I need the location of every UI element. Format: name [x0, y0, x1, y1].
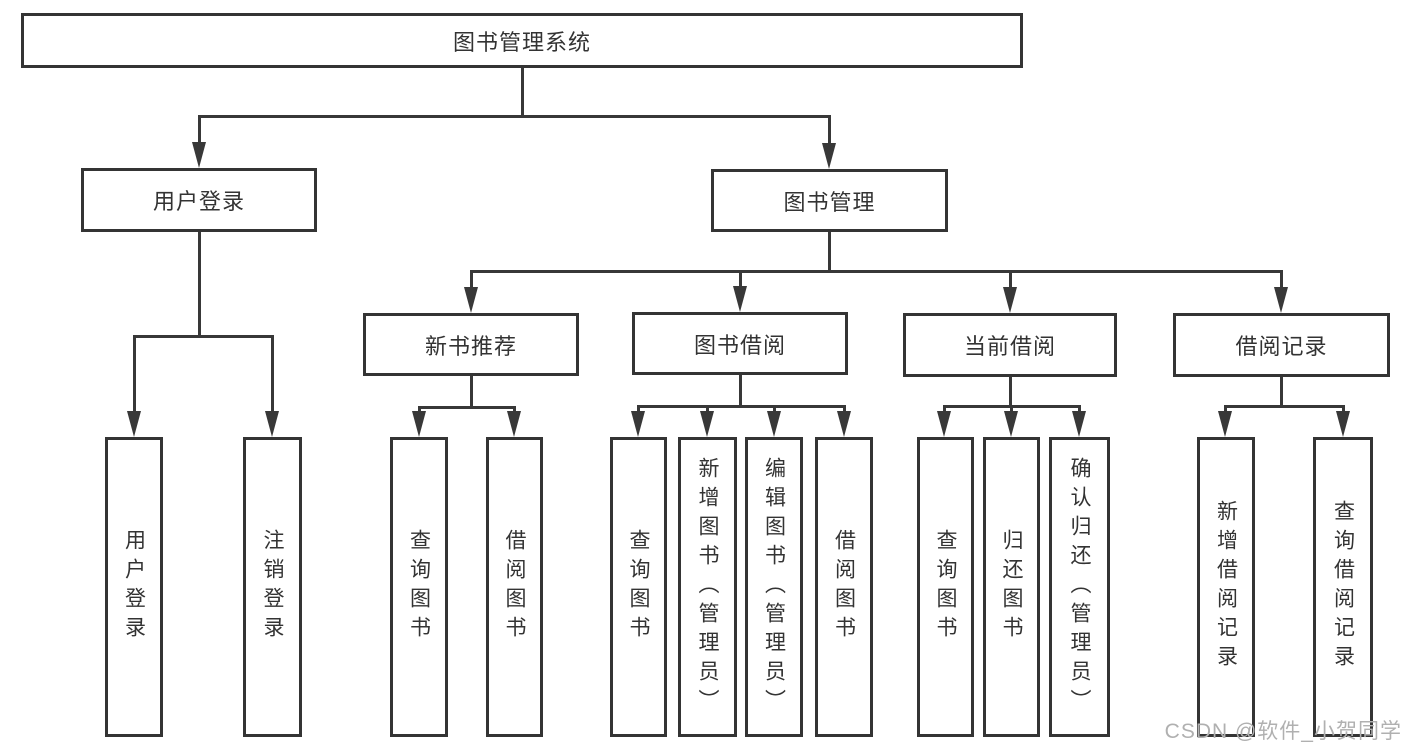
leaf-borrowing-add-books-admin-label: 新增图书（管理员） — [696, 456, 719, 718]
connector-vline — [197, 116, 201, 144]
connector-vline — [1008, 377, 1012, 406]
node-borrow-records: 借阅记录 — [1173, 313, 1390, 377]
connector-vline — [738, 375, 742, 406]
leaf-borrowing-edit-books-admin: 编辑图书（管理员） — [745, 437, 803, 737]
arrow-down-icon — [1004, 411, 1018, 437]
connector-vline — [469, 271, 473, 290]
arrow-down-icon — [631, 411, 645, 437]
leaf-records-query-record-label: 查询借阅记录 — [1331, 500, 1355, 674]
connector-vline — [1008, 271, 1012, 290]
connector-hline — [132, 334, 274, 338]
node-new-book-recommend-label: 新书推荐 — [424, 333, 517, 359]
node-current-borrowing: 当前借阅 — [903, 313, 1117, 377]
connector-hline — [469, 269, 1283, 273]
leaf-newbooks-borrow-books-label: 借阅图书 — [503, 529, 526, 645]
connector-vline — [417, 406, 421, 413]
arrow-down-icon — [1274, 287, 1288, 313]
leaf-records-query-record: 查询借阅记录 — [1313, 437, 1373, 737]
leaf-newbooks-query-books-label: 查询图书 — [407, 529, 431, 645]
connector-vline — [705, 406, 709, 413]
connector-vline — [1279, 271, 1283, 290]
node-borrow-records-label: 借阅记录 — [1235, 334, 1328, 359]
arrow-down-icon — [127, 411, 141, 437]
arrow-down-icon — [767, 411, 781, 437]
connector-vline — [512, 406, 516, 413]
leaf-borrowing-borrow-books: 借阅图书 — [815, 437, 873, 737]
connector-vline — [772, 406, 776, 413]
leaf-current-return-books: 归还图书 — [983, 437, 1040, 737]
node-book-borrowing: 图书借阅 — [632, 312, 848, 375]
arrow-down-icon — [837, 411, 851, 437]
arrow-down-icon — [937, 411, 951, 437]
connector-vline — [1077, 406, 1081, 413]
connector-vline — [1009, 406, 1013, 413]
leaf-borrowing-query-books-label: 查询图书 — [627, 529, 650, 645]
connector-vline — [270, 336, 274, 413]
connector-vline — [942, 406, 946, 413]
leaf-records-add-record-label: 新增借阅记录 — [1214, 500, 1238, 674]
node-book-management: 图书管理 — [711, 169, 948, 232]
connector-hline — [417, 405, 516, 409]
leaf-logout-label: 注销登录 — [261, 529, 284, 645]
connector-hline — [197, 114, 831, 118]
arrow-down-icon — [412, 411, 426, 437]
leaf-borrowing-borrow-books-label: 借阅图书 — [832, 529, 856, 645]
arrow-down-icon — [733, 286, 747, 312]
node-book-management-label: 图书管理 — [783, 189, 876, 215]
leaf-newbooks-borrow-books: 借阅图书 — [486, 437, 543, 737]
connector-hline — [1223, 404, 1345, 408]
arrow-down-icon — [822, 143, 836, 169]
connector-vline — [636, 406, 640, 413]
leaf-current-query-books-label: 查询图书 — [934, 529, 957, 645]
leaf-borrowing-edit-books-admin-label: 编辑图书（管理员） — [762, 456, 786, 718]
arrow-down-icon — [464, 287, 478, 313]
connector-vline — [738, 271, 742, 290]
arrow-down-icon — [1003, 287, 1017, 313]
connector-vline — [469, 376, 473, 407]
leaf-borrowing-query-books: 查询图书 — [610, 437, 667, 737]
connector-vline — [1341, 406, 1345, 413]
leaf-newbooks-query-books: 查询图书 — [390, 437, 448, 737]
node-library-system: 图书管理系统 — [21, 13, 1023, 68]
connector-vline — [1279, 377, 1283, 406]
arrow-down-icon — [1336, 411, 1350, 437]
arrow-down-icon — [265, 411, 279, 437]
leaf-current-confirm-return-admin-label: 确认归还（管理员） — [1068, 456, 1091, 718]
leaf-current-return-books-label: 归还图书 — [1000, 529, 1023, 645]
connector-vline — [827, 116, 831, 145]
leaf-borrowing-add-books-admin: 新增图书（管理员） — [678, 437, 737, 737]
connector-vline — [520, 68, 524, 116]
leaf-current-query-books: 查询图书 — [917, 437, 974, 737]
arrow-down-icon — [1218, 411, 1232, 437]
node-user-login-label: 用户登录 — [152, 189, 245, 214]
leaf-logout: 注销登录 — [243, 437, 302, 737]
connector-vline — [132, 336, 136, 413]
node-user-login: 用户登录 — [81, 168, 317, 232]
leaf-user-login-label: 用户登录 — [122, 529, 146, 645]
node-book-borrowing-label: 图书借阅 — [693, 332, 786, 358]
leaf-user-login: 用户登录 — [105, 437, 163, 737]
connector-vline — [827, 232, 831, 271]
connector-hline — [636, 404, 846, 408]
node-current-borrowing-label: 当前借阅 — [963, 334, 1056, 359]
node-library-system-label: 图书管理系统 — [452, 29, 591, 55]
connector-vline — [197, 232, 201, 336]
arrow-down-icon — [700, 411, 714, 437]
arrow-down-icon — [192, 142, 206, 168]
arrow-down-icon — [507, 411, 521, 437]
connector-vline — [1223, 406, 1227, 413]
arrow-down-icon — [1072, 411, 1086, 437]
leaf-current-confirm-return-admin: 确认归还（管理员） — [1049, 437, 1110, 737]
connector-hline — [942, 404, 1081, 408]
leaf-records-add-record: 新增借阅记录 — [1197, 437, 1255, 737]
node-new-book-recommend: 新书推荐 — [363, 313, 579, 376]
connector-vline — [842, 406, 846, 413]
